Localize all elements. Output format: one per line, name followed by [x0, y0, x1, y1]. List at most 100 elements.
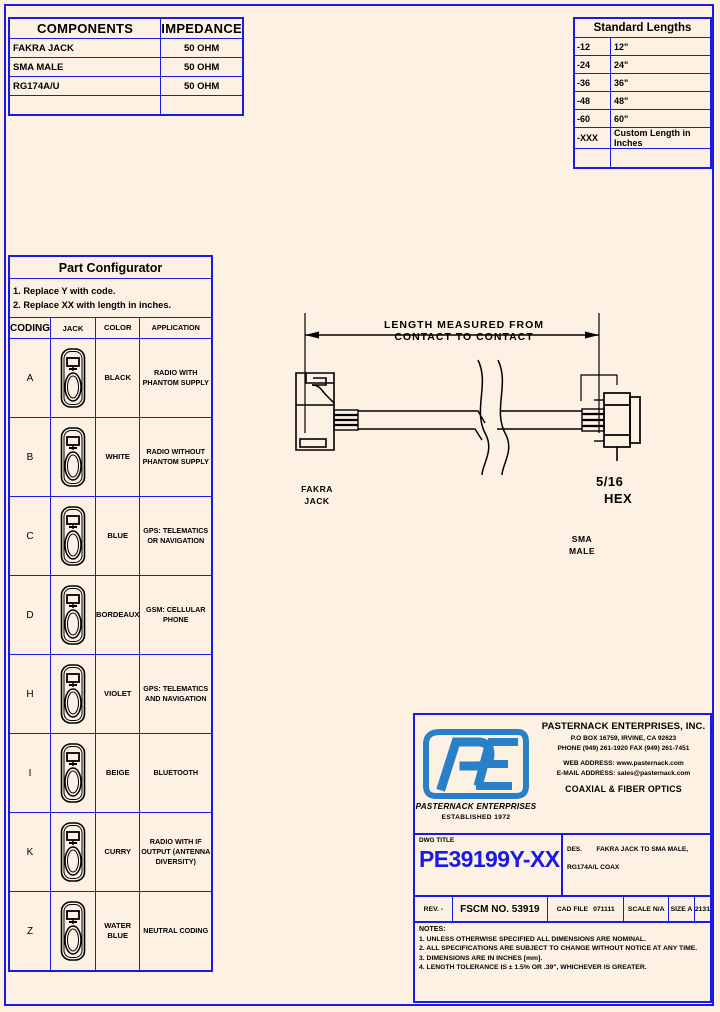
description-text: FAKRA JACK TO SMA MALE, RG174A/L COAX — [567, 846, 689, 871]
table-row: K CURRY RADIO WITH IF OUTPUT (ANTENNA DI… — [8, 812, 213, 892]
configurator-title-row: Part Configurator — [8, 255, 213, 279]
standard-lengths-table: Standard Lengths -12 12" -24 24" -36 36"… — [573, 17, 712, 169]
dimension-label-line2: CONTACT TO CONTACT — [394, 331, 534, 343]
coding-value: H — [8, 654, 51, 734]
assembly-svg — [295, 313, 641, 476]
dwg-title-label: DWG TITLE — [419, 837, 455, 844]
application-header: APPLICATION — [139, 317, 213, 339]
fakra-ferrule — [333, 409, 359, 431]
coding-value: C — [8, 496, 51, 576]
length-value: Custom Length in Inches — [610, 127, 712, 149]
fscm-cell: FSCM NO. 53919 — [453, 897, 548, 921]
jack-cell — [50, 338, 96, 418]
description-cell: DES. FAKRA JACK TO SMA MALE, RG174A/L CO… — [563, 835, 710, 895]
sma-ferrule — [581, 408, 605, 432]
jack-cell — [50, 733, 96, 813]
color-header: COLOR — [94, 317, 141, 339]
table-row: I BEIGE BLUETOOTH — [8, 733, 213, 813]
table-row: -60 60" — [573, 109, 712, 128]
pe-logo-icon — [423, 728, 529, 799]
color-value: BLUE — [94, 496, 141, 576]
length-code: -36 — [573, 73, 611, 92]
fakra-jack-icon — [60, 585, 86, 645]
company-phone: PHONE (949) 261-1920 FAX (949) 261-7451 — [557, 745, 690, 752]
scale-value: SCALE N/A — [627, 905, 665, 913]
drawing-title-row: DWG TITLE PE39199Y-XX DES. FAKRA JACK TO… — [415, 835, 710, 897]
logo-established: ESTABLISHED 1972 — [441, 813, 511, 821]
length-value: 60" — [610, 109, 712, 128]
fakra-jack-icon — [60, 348, 86, 408]
jack-cell — [50, 496, 96, 576]
jack-cell — [50, 654, 96, 734]
company-website[interactable]: WEB ADDRESS: www.pasternack.com — [563, 760, 684, 767]
component-name: SMA MALE — [8, 57, 162, 77]
coding-value: I — [8, 733, 51, 813]
length-code: -60 — [573, 109, 611, 128]
table-row: -24 24" — [573, 55, 712, 74]
length-code: -12 — [573, 37, 611, 56]
cad-file-value: 071111 — [593, 905, 615, 913]
logo-company-name: PASTERNACK ENTERPRISES — [415, 801, 537, 811]
dimension-label: LENGTH MEASURED FROM CONTACT TO CONTACT — [374, 319, 554, 343]
note-item: 3. DIMENSIONS ARE IN INCHES [mm]. — [419, 954, 543, 962]
fakra-jack-icon — [60, 743, 86, 803]
note-item: 1. UNLESS OTHERWISE SPECIFIED ALL DIMENS… — [419, 935, 646, 943]
fakra-label-line2: JACK — [304, 496, 330, 506]
specification-row: REV. - FSCM NO. 53919 CAD FILE 071111 SC… — [415, 897, 710, 923]
jack-header: JACK — [50, 317, 96, 339]
revision-cell: REV. - — [415, 897, 453, 921]
hex-size-label: 5/16 HEX — [596, 473, 644, 507]
company-header-row: PASTERNACK ENTERPRISES ESTABLISHED 1972 … — [415, 715, 710, 835]
table-row: RG174A/U 50 OHM — [8, 76, 244, 96]
application-value: GPS: TELEMATICS AND NAVIGATION — [139, 654, 213, 734]
application-value: RADIO WITHOUT PHANTOM SUPPLY — [139, 417, 213, 497]
company-logo: PASTERNACK ENTERPRISES ESTABLISHED 1972 — [415, 715, 537, 833]
component-impedance: 50 OHM — [160, 38, 244, 58]
cad-file-label: CAD FILE — [556, 905, 589, 913]
notes-section: NOTES: 1. UNLESS OTHERWISE SPECIFIED ALL… — [415, 923, 710, 971]
application-value: RADIO WITH IF OUTPUT (ANTENNA DIVERSITY) — [139, 812, 213, 892]
sma-male-label: SMA MALE — [554, 533, 610, 557]
component-impedance: 50 OHM — [160, 76, 244, 96]
table-row-empty — [573, 148, 712, 169]
table-header-row: COMPONENTS IMPEDANCE — [8, 17, 244, 39]
dimension-label-line1: LENGTH MEASURED FROM — [384, 319, 544, 331]
length-value: 24" — [610, 55, 712, 74]
fakra-jack-icon — [60, 822, 86, 882]
length-code: -48 — [573, 91, 611, 110]
table-row: FAKRA JACK 50 OHM — [8, 38, 244, 58]
instruction-line-1: 1. Replace Y with code. — [13, 286, 116, 296]
impedance-header: IMPEDANCE — [160, 17, 244, 39]
fakra-jack-icon — [60, 664, 86, 724]
component-name — [8, 95, 162, 116]
notes-title: NOTES: — [419, 926, 446, 933]
table-row: Z WATER BLUE NEUTRAL CODING — [8, 891, 213, 972]
color-value: BLACK — [94, 338, 141, 418]
color-value: VIOLET — [94, 654, 141, 734]
sheet-border — [4, 4, 714, 1006]
sma-connector-graphic — [594, 392, 641, 461]
application-value: NEUTRAL CODING — [139, 891, 213, 972]
sheet-cell: 2131 — [695, 897, 710, 921]
size-cell: SIZE A — [669, 897, 695, 921]
fscm-value: FSCM NO. 53919 — [460, 903, 540, 915]
configurator-header-row: CODING JACK COLOR APPLICATION — [8, 317, 213, 339]
jack-cell — [50, 812, 96, 892]
table-row: H VIOLET GPS: TELEMATICS AND NAVIGATION — [8, 654, 213, 734]
fakra-connector-graphic — [295, 372, 335, 451]
scale-cell: SCALE N/A — [624, 897, 670, 921]
component-impedance — [160, 95, 244, 116]
fakra-jack-icon — [60, 506, 86, 566]
part-configurator-table: Part Configurator 1. Replace Y with code… — [8, 255, 213, 972]
hex-label-line2: HEX — [604, 491, 633, 506]
coding-value: K — [8, 812, 51, 892]
drawing-title-cell: DWG TITLE PE39199Y-XX — [415, 835, 563, 895]
components-table: COMPONENTS IMPEDANCE FAKRA JACK 50 OHM S… — [8, 17, 244, 116]
company-email[interactable]: E-MAIL ADDRESS: sales@pasternack.com — [556, 770, 691, 777]
table-row: -12 12" — [573, 37, 712, 56]
description-label: DES. — [567, 846, 582, 853]
length-code: -XXX — [573, 127, 611, 149]
coding-value: A — [8, 338, 51, 418]
standard-lengths-title: Standard Lengths — [573, 17, 712, 38]
